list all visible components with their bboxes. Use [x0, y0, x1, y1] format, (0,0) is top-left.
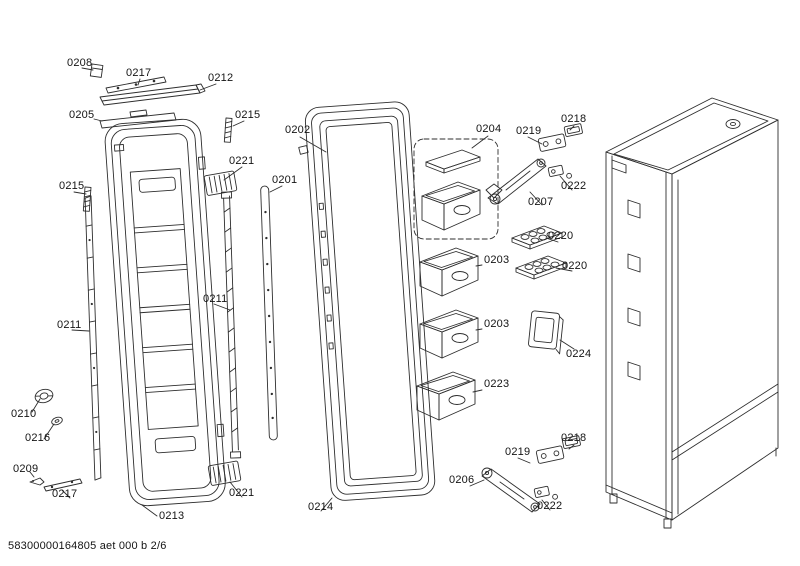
part-label-0217-bottom: 0217 — [52, 488, 78, 500]
part-label-0211-left: 0211 — [57, 319, 82, 331]
bushing-0216 — [51, 416, 63, 426]
hinge-plate-top — [537, 133, 567, 153]
part-label-0215-left: 0215 — [59, 180, 85, 192]
clip-left — [82, 186, 92, 212]
cabinet-body — [605, 97, 779, 529]
part-label-0204: 0204 — [476, 123, 502, 135]
part-label-0223: 0223 — [484, 378, 510, 390]
clip-0209 — [29, 477, 45, 486]
trim-rail — [260, 185, 278, 441]
part-label-0218-bottom: 0218 — [561, 432, 587, 444]
part-label-0211-right: 0211 — [203, 293, 228, 305]
door-bin-lidded — [421, 181, 481, 231]
part-label-0220-b: 0220 — [562, 260, 588, 272]
part-label-0215-top: 0215 — [235, 109, 261, 121]
part-label-0219-top: 0219 — [516, 125, 542, 137]
trim-strip-0205 — [99, 109, 177, 129]
part-label-0216: 0216 — [25, 432, 51, 444]
hinge-bottom — [481, 467, 541, 513]
hinge-plate-bottom — [535, 445, 565, 465]
part-label-0220-a: 0220 — [548, 230, 574, 242]
part-label-0222-bottom: 0222 — [537, 500, 563, 512]
strip-0217-bottom — [43, 478, 83, 492]
part-label-0208: 0208 — [67, 57, 93, 69]
clip-top — [223, 117, 233, 143]
part-label-0221-bottom: 0221 — [229, 487, 255, 499]
part-label-0213: 0213 — [159, 510, 185, 522]
part-label-0205: 0205 — [69, 109, 95, 121]
document-code: 58300000164805 aet 000 b 2/6 — [8, 540, 167, 552]
bin-lid-assembly-outline — [413, 138, 499, 240]
door-bin-1 — [419, 247, 479, 297]
part-label-0209: 0209 — [13, 463, 39, 475]
door-bin-2 — [419, 309, 479, 359]
part-label-0224: 0224 — [566, 348, 592, 360]
part-label-0203-a: 0203 — [484, 254, 510, 266]
part-label-0214: 0214 — [308, 501, 334, 513]
vent-grille-bottom — [207, 460, 242, 486]
door-bin-3 — [416, 371, 476, 421]
vent-grille-top — [203, 170, 238, 196]
part-label-0206: 0206 — [449, 474, 475, 486]
part-label-0212: 0212 — [208, 72, 234, 84]
part-label-0210: 0210 — [11, 408, 37, 420]
small-frame — [528, 310, 564, 355]
part-label-0221-top: 0221 — [229, 155, 255, 167]
grommet-0210 — [34, 388, 54, 404]
door-rail-left — [84, 195, 102, 481]
hinge-cap-top — [563, 123, 584, 138]
hinge-top — [485, 158, 547, 205]
part-label-0207: 0207 — [528, 196, 554, 208]
bin-lid — [425, 149, 481, 174]
leader-lines — [29, 67, 575, 517]
ice-tray-2 — [515, 255, 567, 280]
support-bar-0212 — [99, 83, 206, 106]
strip-0217-top — [105, 76, 167, 94]
part-label-0222-top: 0222 — [561, 180, 587, 192]
door-panel-group — [298, 101, 436, 501]
door-rail-right — [220, 191, 242, 459]
part-label-0219-bottom: 0219 — [505, 446, 531, 458]
part-label-0203-b: 0203 — [484, 318, 510, 330]
part-label-0217-top: 0217 — [126, 67, 152, 79]
door-liner — [104, 118, 226, 507]
part-label-0218-top: 0218 — [561, 113, 587, 125]
part-label-0201: 0201 — [272, 174, 298, 186]
part-label-0202: 0202 — [285, 124, 311, 136]
